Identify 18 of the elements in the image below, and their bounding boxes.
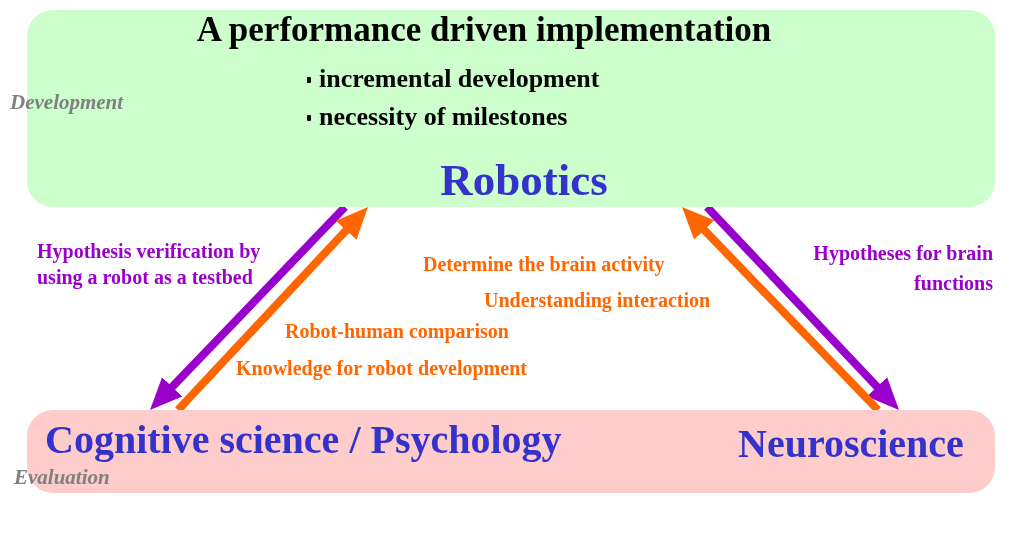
bullet-item: necessity of milestones xyxy=(307,102,568,132)
annotation-text: Robot-human comparison xyxy=(285,320,509,343)
annotation-text: Knowledge for robot development xyxy=(236,357,527,380)
heading: A performance driven implementation xyxy=(195,10,773,50)
arrow xyxy=(150,204,348,410)
arrow xyxy=(175,207,368,413)
field-title: Neuroscience xyxy=(738,420,964,467)
arrow xyxy=(704,204,899,410)
arrow xyxy=(682,207,881,413)
annotation-text: Determine the brain activity xyxy=(423,253,665,276)
edge-label: Hypotheses for brain functions xyxy=(812,241,993,296)
edge-label: Hypothesis verification by using a robot as a testbed xyxy=(37,239,262,290)
annotation-text: Understanding interaction xyxy=(484,289,711,312)
side-label: Evaluation xyxy=(14,465,110,490)
field-title: Cognitive science / Psychology xyxy=(45,416,562,463)
side-label: Development xyxy=(10,90,124,115)
bullet-item: incremental development xyxy=(307,64,600,94)
field-title: Robotics xyxy=(439,154,609,206)
